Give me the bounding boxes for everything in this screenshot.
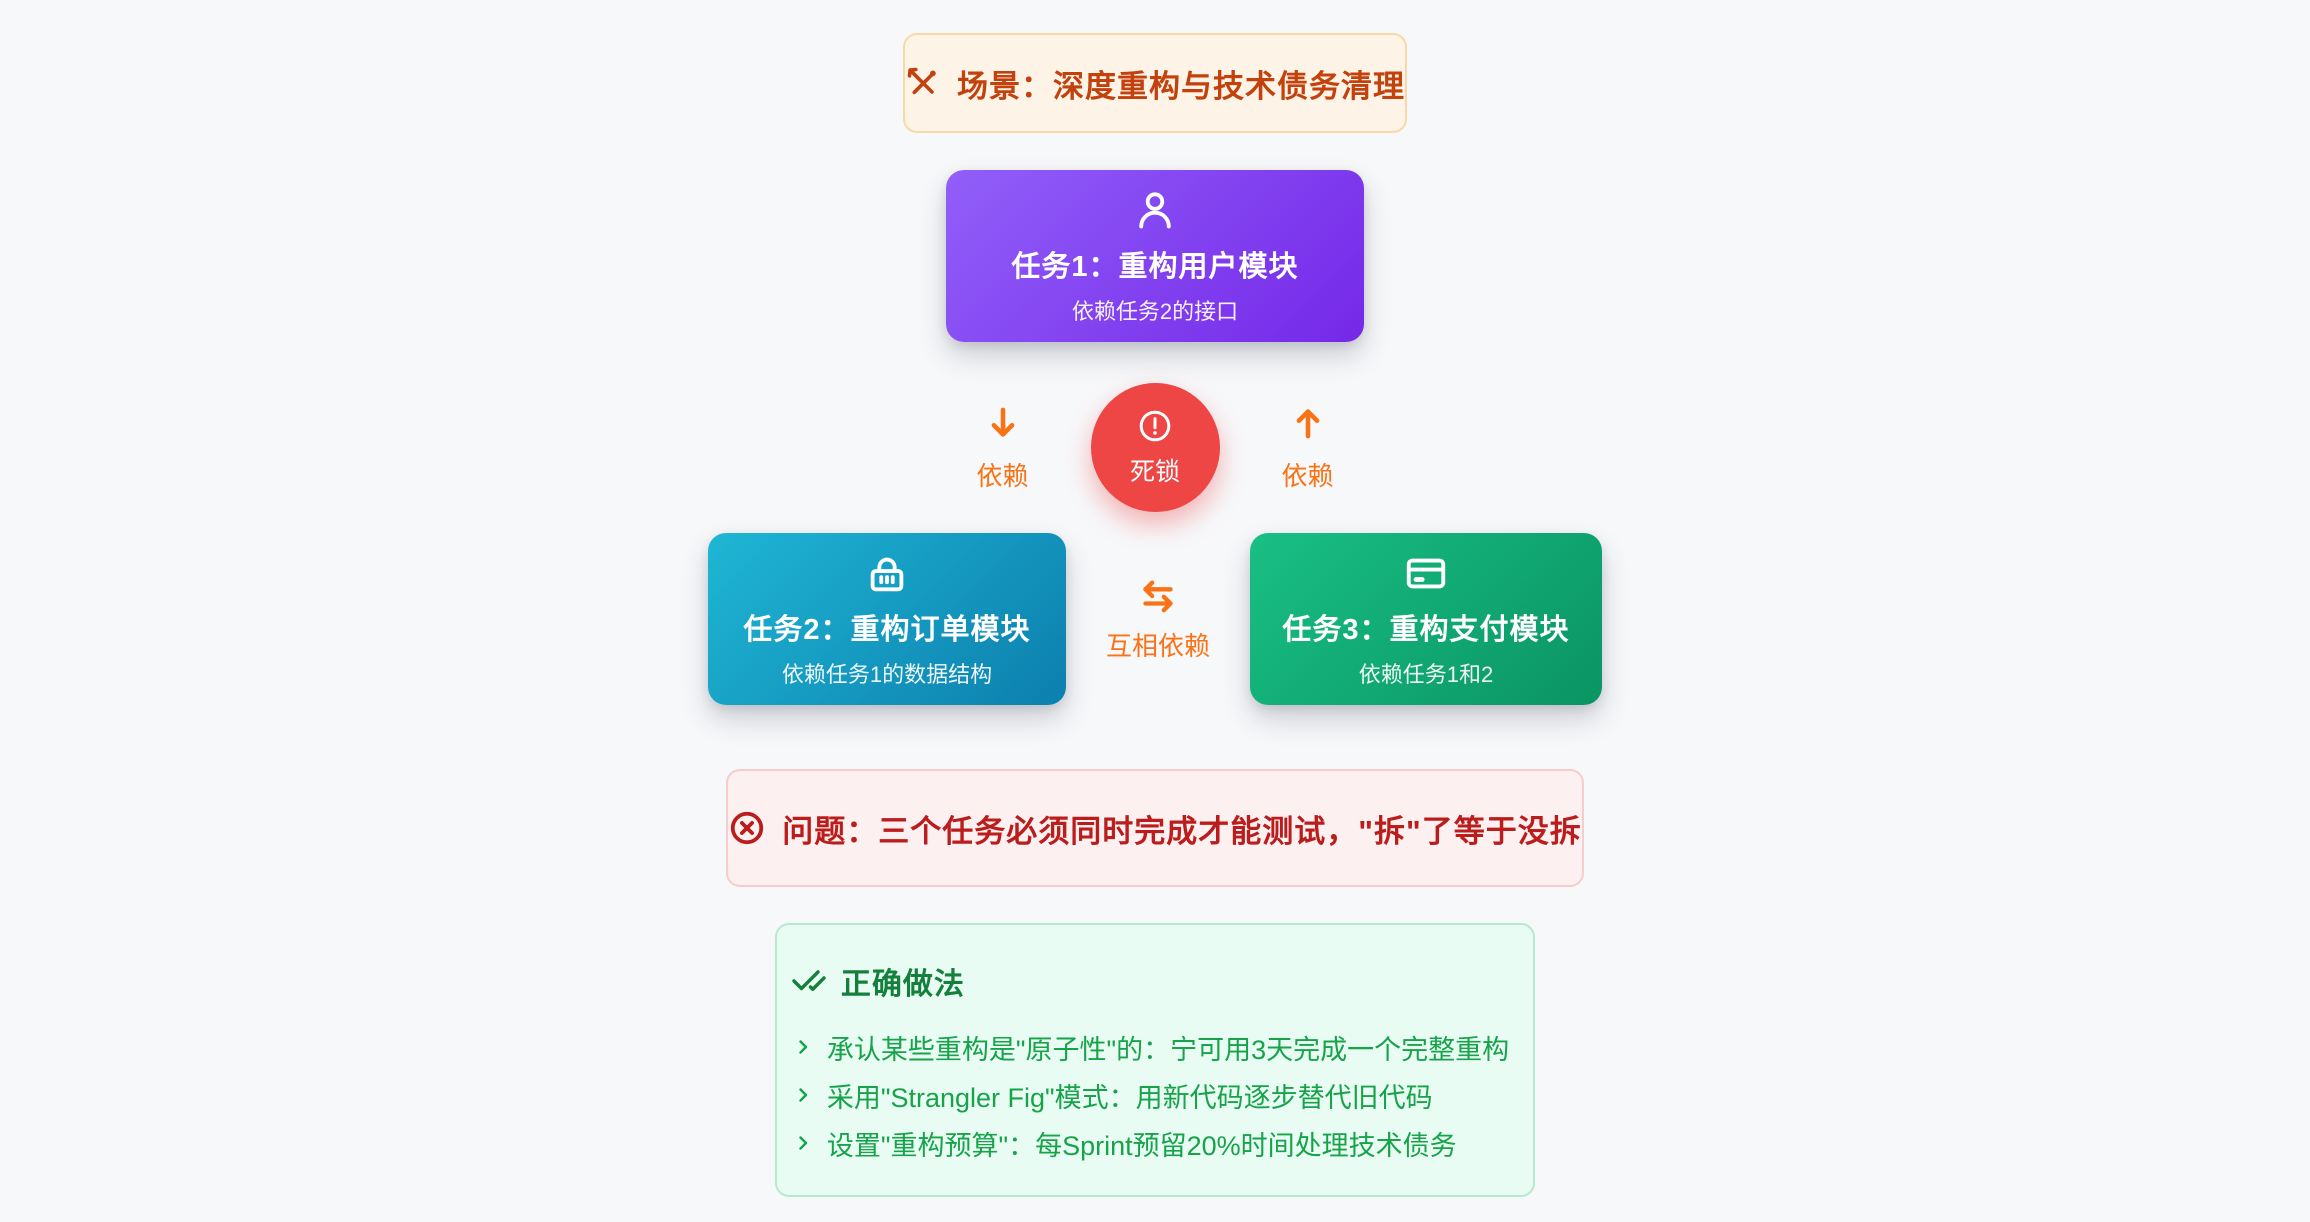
refactoring-deadlock-diagram: 场景：深度重构与技术债务清理 任务1：重构用户模块 依赖任务2的接口 依赖 — [708, 33, 1602, 1197]
list-item-text: 采用"Strangler Fig"模式：用新代码逐步替代旧代码 — [826, 1082, 1433, 1113]
mutual-dependency: 互相依赖 — [1090, 576, 1226, 663]
circle-x-icon — [728, 809, 766, 847]
alert-circle-icon — [1137, 408, 1173, 444]
user-icon — [1132, 187, 1178, 233]
task-3-subtitle: 依赖任务1和2 — [1358, 661, 1494, 687]
chevron-right-icon — [791, 1035, 815, 1059]
shopping-basket-icon — [864, 550, 910, 596]
dependency-right-label: 依赖 — [1281, 461, 1334, 491]
dependency-left: 依赖 — [957, 402, 1049, 493]
mutual-dependency-label: 互相依赖 — [1105, 630, 1210, 661]
task-1-title: 任务1：重构用户模块 — [1011, 250, 1299, 283]
scenario-title: 场景：深度重构与技术债务清理 — [957, 68, 1405, 104]
deadlock-node: 死锁 — [1090, 383, 1220, 512]
scenario-banner: 场景：深度重构与技术债务清理 — [903, 33, 1407, 133]
list-item: 承认某些重构是"原子性"的：宁可用3天完成一个完整重构 — [791, 1023, 1509, 1071]
correct-practices-list: 承认某些重构是"原子性"的：宁可用3天完成一个完整重构 采用"Strangler… — [791, 1023, 1509, 1167]
arrow-up-icon — [1287, 402, 1329, 444]
correct-practices-heading: 正确做法 — [791, 959, 1509, 1003]
tasks-row: 任务2：重构订单模块 依赖任务1的数据结构 互相依赖 — [708, 533, 1602, 705]
task-card-2: 任务2：重构订单模块 依赖任务1的数据结构 — [708, 533, 1066, 705]
arrow-down-icon — [982, 402, 1024, 444]
task-3-title: 任务3：重构支付模块 — [1282, 613, 1570, 646]
task-card-1: 任务1：重构用户模块 依赖任务2的接口 — [946, 170, 1364, 342]
list-item-text: 设置"重构预算"：每Sprint预留20%时间处理技术债务 — [826, 1130, 1457, 1161]
deadlock-label: 死锁 — [1129, 457, 1180, 486]
problem-banner: 问题：三个任务必须同时完成才能测试，"拆"了等于没拆 — [726, 769, 1584, 887]
task-2-subtitle: 依赖任务1的数据结构 — [781, 661, 993, 687]
problem-text: 问题：三个任务必须同时完成才能测试，"拆"了等于没拆 — [782, 813, 1582, 849]
chevron-right-icon — [791, 1083, 815, 1107]
check-check-icon — [791, 963, 827, 999]
arrow-left-right-icon — [1138, 576, 1178, 616]
dependency-row: 依赖 死锁 依赖 — [957, 383, 1354, 512]
task-card-3: 任务3：重构支付模块 依赖任务1和2 — [1250, 533, 1602, 705]
list-item: 设置"重构预算"：每Sprint预留20%时间处理技术债务 — [791, 1119, 1509, 1167]
task-2-title: 任务2：重构订单模块 — [743, 613, 1031, 646]
dependency-right: 依赖 — [1262, 402, 1354, 493]
chevron-right-icon — [791, 1131, 815, 1155]
list-item-text: 承认某些重构是"原子性"的：宁可用3天完成一个完整重构 — [826, 1034, 1510, 1065]
correct-practices-panel: 正确做法 承认某些重构是"原子性"的：宁可用3天完成一个完整重构 采用"Stra… — [774, 923, 1536, 1197]
credit-card-icon — [1403, 550, 1449, 596]
list-item: 采用"Strangler Fig"模式：用新代码逐步替代旧代码 — [791, 1071, 1509, 1119]
tools-icon — [905, 65, 941, 101]
task-1-subtitle: 依赖任务2的接口 — [1071, 298, 1239, 324]
correct-practices-title: 正确做法 — [840, 968, 965, 1001]
dependency-left-label: 依赖 — [976, 461, 1029, 491]
